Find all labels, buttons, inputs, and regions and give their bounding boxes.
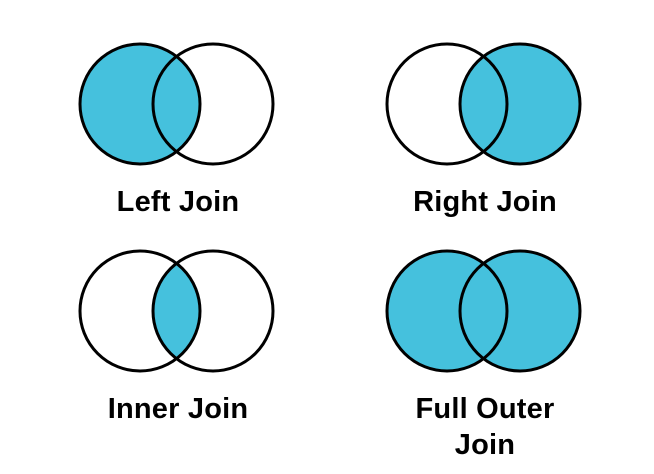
venn-right-circle-outline [458, 249, 582, 373]
venn-left-circle-outline [78, 42, 202, 166]
venn-right-join-icon [335, 36, 635, 176]
venn-full-outer-join-icon [335, 243, 635, 383]
venn-cell-inner-join: Inner Join [28, 243, 328, 427]
venn-label-full-outer-join: Full Outer Join [415, 393, 555, 461]
venn-label-left-join: Left Join [116, 186, 240, 218]
venn-inner-join-icon [28, 243, 328, 383]
venn-right-circle-outline [458, 42, 582, 166]
venn-overlap-region [460, 44, 507, 164]
venn-label-inner-join: Inner Join [107, 393, 249, 425]
venn-left-join-icon [28, 36, 328, 176]
venn-right-circle-outline [151, 42, 275, 166]
venn-left-circle-outline [385, 42, 509, 166]
venn-left-circle-outline [78, 249, 202, 373]
venn-left-circle-outline [385, 249, 509, 373]
venn-overlap-region [460, 251, 507, 371]
venn-cell-right-join: Right Join [335, 36, 635, 220]
venn-overlap-region [153, 251, 200, 371]
venn-right-circle-outline [151, 249, 275, 373]
venn-cell-full-outer-join: Full Outer Join [335, 243, 635, 463]
venn-label-right-join: Right Join [413, 186, 557, 218]
venn-overlap-region [153, 44, 200, 164]
venn-cell-left-join: Left Join [28, 36, 328, 220]
